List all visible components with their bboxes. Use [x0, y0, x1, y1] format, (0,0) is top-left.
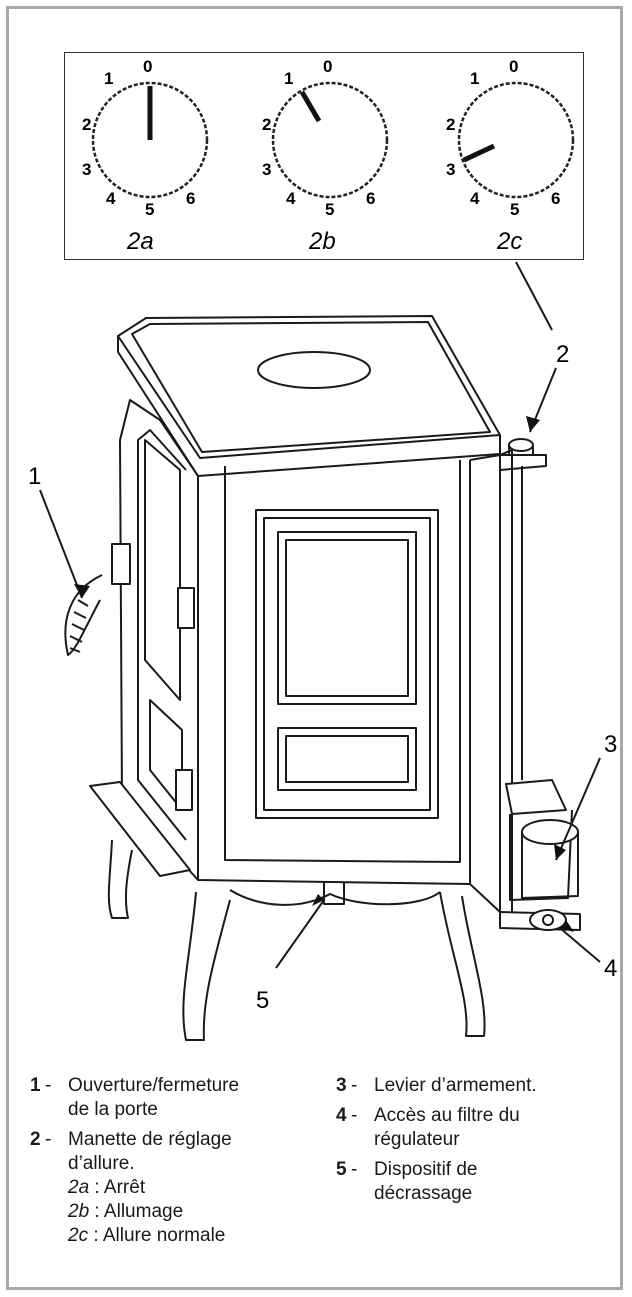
dial-tick: 3: [82, 160, 91, 179]
legend-item-1: 1 - Ouverture/fermeture de la porte: [30, 1074, 320, 1122]
dial-tick: 0: [143, 57, 152, 76]
legend-item-3: 3 - Levier d’armement.: [336, 1074, 606, 1098]
legend-number: 2: [30, 1129, 41, 1150]
dial-tick: 6: [186, 189, 195, 208]
dial-2b: 0 1 2 3 4 5 6 2b: [262, 57, 389, 255]
dial-tick: 2: [446, 115, 455, 134]
legend-dash: -: [45, 1075, 52, 1096]
leg-front-right: [182, 891, 231, 1041]
dials-svg: 0 1 2 3 4 5 6 2a 0 1 2 3 4 5 6 2b 0 1 2 …: [82, 57, 575, 255]
callout-5: 5: [256, 987, 269, 1014]
legend-text: d’allure.: [68, 1153, 135, 1174]
door-hinge-top: [177, 587, 195, 629]
dial-2a: 0 1 2 3 4 5 6 2a: [82, 57, 209, 255]
dial-tick: 6: [366, 189, 375, 208]
legend-sub-2b: 2b : Allumage: [68, 1201, 184, 1222]
dial-tick: 3: [446, 160, 455, 179]
legend-text: régulateur: [374, 1129, 460, 1150]
dial-tick: 6: [551, 189, 560, 208]
leader-5: [275, 899, 325, 969]
regulator-knob: [508, 438, 534, 452]
legend-right: 3 - Levier d’armement. 4 - Accès au filt…: [336, 1074, 606, 1212]
stove-body: [197, 460, 471, 885]
dial-2c-pointer: [462, 143, 496, 163]
legend-sub-2a: 2a : Arrêt: [68, 1177, 146, 1198]
front-panel-frame: [255, 509, 439, 819]
door-hinge-bottom: [175, 769, 193, 811]
legend-sub-2c: 2c : Allure normale: [68, 1225, 226, 1246]
dial-2c: 0 1 2 3 4 5 6 2c: [446, 57, 575, 255]
legend-dash: -: [351, 1075, 358, 1096]
cleaning-device: [323, 882, 345, 905]
legend-item-2: 2 - Manette de réglage d’allure. 2a : Ar…: [30, 1128, 320, 1248]
dial-tick: 5: [145, 200, 154, 219]
leg-back-right: [439, 891, 486, 1037]
dial-tick: 1: [284, 69, 293, 88]
legend-text: Accès au filtre du: [374, 1105, 520, 1126]
leader-2-dial: [515, 261, 553, 331]
legend-left: 1 - Ouverture/fermeture de la porte 2 - …: [30, 1074, 320, 1254]
callout-2: 2: [556, 341, 569, 368]
ash-pan: [89, 781, 191, 877]
legend-number: 3: [336, 1075, 347, 1096]
legend-text: Dispositif de: [374, 1159, 478, 1180]
dial-label: 2b: [308, 228, 336, 255]
front-panel-lower: [277, 727, 417, 791]
dial-label: 2c: [496, 228, 522, 255]
front-panel-upper: [277, 531, 417, 705]
dial-tick: 3: [262, 160, 271, 179]
stove-illustration: 2 1 3 4 5: [28, 261, 617, 1041]
legend-text: Levier d’armement.: [374, 1075, 537, 1096]
legend-text: décrassage: [374, 1183, 473, 1204]
dial-tick: 2: [82, 115, 91, 134]
legend-item-4: 4 - Accès au filtre du régulateur: [336, 1104, 606, 1152]
dial-tick: 5: [325, 200, 334, 219]
legend-dash: -: [45, 1129, 52, 1150]
legend-number: 4: [336, 1105, 347, 1126]
leader-3: [555, 757, 601, 861]
leg-front-left: [107, 839, 133, 919]
legend-dash: -: [351, 1105, 358, 1126]
dial-tick: 4: [286, 189, 296, 208]
regulator-filter: [529, 909, 567, 931]
legend-text: Manette de réglage: [68, 1129, 232, 1150]
dial-panel: [64, 52, 584, 260]
dial-tick: 4: [470, 189, 480, 208]
dial-tick: 2: [262, 115, 271, 134]
arming-lever: [505, 779, 567, 815]
dial-tick: 0: [509, 57, 518, 76]
callout-3: 3: [604, 731, 617, 758]
dial-tick: 1: [470, 69, 479, 88]
legend-dash: -: [351, 1159, 358, 1180]
legend-number: 1: [30, 1075, 41, 1096]
callout-1: 1: [28, 463, 41, 490]
dial-tick: 1: [104, 69, 113, 88]
top-hotplate: [257, 351, 371, 389]
dial-2b-pointer: [299, 90, 322, 123]
dial-tick: 5: [510, 200, 519, 219]
legend-item-5: 5 - Dispositif de décrassage: [336, 1158, 606, 1206]
dial-tick: 4: [106, 189, 116, 208]
door-handle: [111, 543, 131, 585]
dial-label: 2a: [126, 228, 154, 255]
legend-number: 5: [336, 1159, 347, 1180]
callout-4: 4: [604, 955, 617, 982]
legend-text: de la porte: [68, 1099, 158, 1120]
legend-text: Ouverture/fermeture: [68, 1075, 240, 1096]
dial-tick: 0: [323, 57, 332, 76]
figure-frame: [6, 6, 623, 1290]
leader-4: [559, 927, 601, 963]
leader-1: [39, 489, 83, 599]
regulator-housing: [521, 819, 579, 845]
